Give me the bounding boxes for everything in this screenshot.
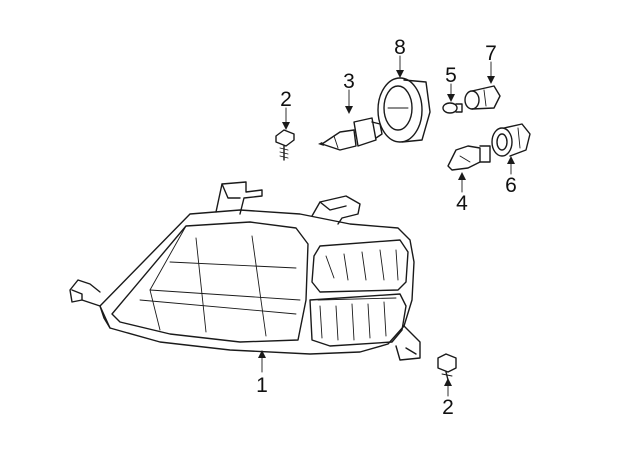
- callout-2-top: 2: [280, 88, 292, 111]
- callout-5: 5: [445, 64, 457, 87]
- wedge-bulb[interactable]: [442, 102, 463, 114]
- mounting-bolt-bottom[interactable]: [437, 353, 457, 381]
- turn-signal-bulb[interactable]: [447, 145, 491, 171]
- bulb-socket-6[interactable]: [491, 123, 531, 157]
- callout-7: 7: [485, 42, 497, 65]
- leader-lines: [258, 55, 515, 397]
- callout-6: 6: [505, 174, 517, 197]
- headlight-assembly[interactable]: [69, 181, 421, 361]
- dust-cover[interactable]: [377, 77, 431, 143]
- callout-1: 1: [256, 374, 268, 397]
- headlamp-bulb[interactable]: [318, 117, 383, 151]
- bulb-socket-7[interactable]: [464, 85, 501, 110]
- callout-3: 3: [343, 70, 355, 93]
- callout-4: 4: [456, 192, 468, 215]
- mounting-bolt-top[interactable]: [275, 129, 295, 161]
- callout-2-bottom: 2: [442, 396, 454, 419]
- callout-8: 8: [394, 36, 406, 59]
